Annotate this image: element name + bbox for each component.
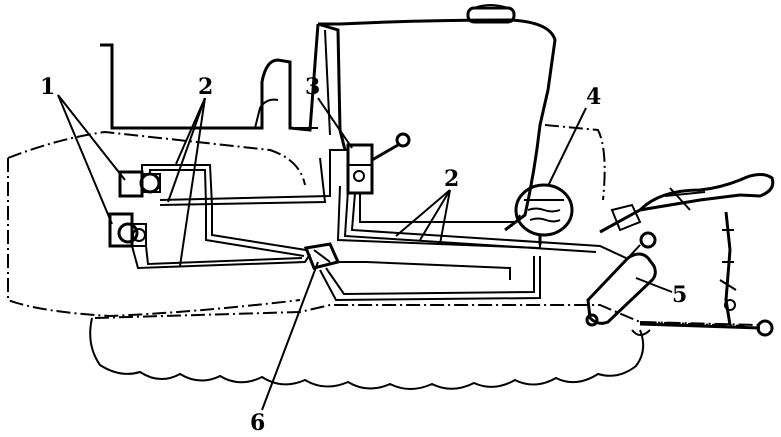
tractor-body-outline [7,124,761,390]
engine-outline [100,23,320,132]
oil-pipelines [131,149,627,302]
callout-labels: 1 2 3 4 2 5 6 [40,74,687,436]
power-cylinder [585,244,657,327]
leader-lines [57,94,673,411]
distributor-valve [346,132,411,195]
callout-1: 1 [40,74,55,100]
callout-2-left: 2 [198,74,213,100]
callout-3: 3 [305,74,320,100]
callout-6: 6 [250,410,265,436]
callout-2-middle: 2 [444,166,459,192]
pump-lower [108,212,147,248]
pump-upper [118,170,161,198]
callout-5: 5 [672,282,687,308]
safety-valve [303,242,341,270]
callout-4: 4 [586,84,601,110]
rear-hitch [599,173,775,337]
cab-tank [317,4,557,232]
